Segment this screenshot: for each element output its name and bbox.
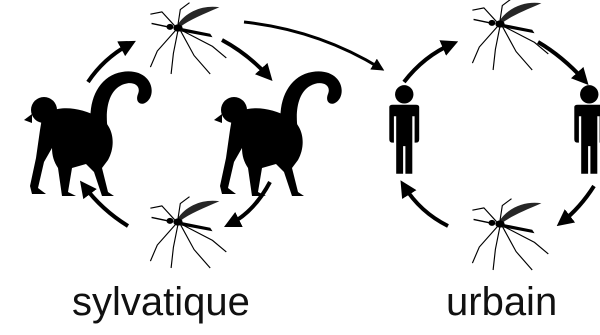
mosquito-icon xyxy=(150,197,226,268)
sylvatic-cycle-label: sylvatique xyxy=(72,282,250,322)
mosquito-icon xyxy=(472,199,548,270)
spillover-arrow xyxy=(244,22,380,68)
human-icon xyxy=(574,85,600,174)
urban-cycle xyxy=(389,0,600,270)
urban-cycle-label: urbain xyxy=(446,282,557,322)
cycle-arrow-bottom-left xyxy=(404,186,448,226)
mosquito-icon xyxy=(472,0,548,70)
monkey-icon xyxy=(24,71,152,196)
monkey-icon xyxy=(214,71,342,196)
cycle-arrow-top-right xyxy=(222,40,268,76)
mosquito-icon xyxy=(150,3,226,74)
sylvatic-cycle xyxy=(24,3,342,268)
human-icon xyxy=(389,85,419,174)
cycle-arrow-top-left xyxy=(404,44,452,82)
cycle-arrow-bottom-right xyxy=(562,186,594,222)
cycle-arrow-bottom-right xyxy=(230,182,270,224)
cycle-arrow-top-right xyxy=(538,42,584,80)
